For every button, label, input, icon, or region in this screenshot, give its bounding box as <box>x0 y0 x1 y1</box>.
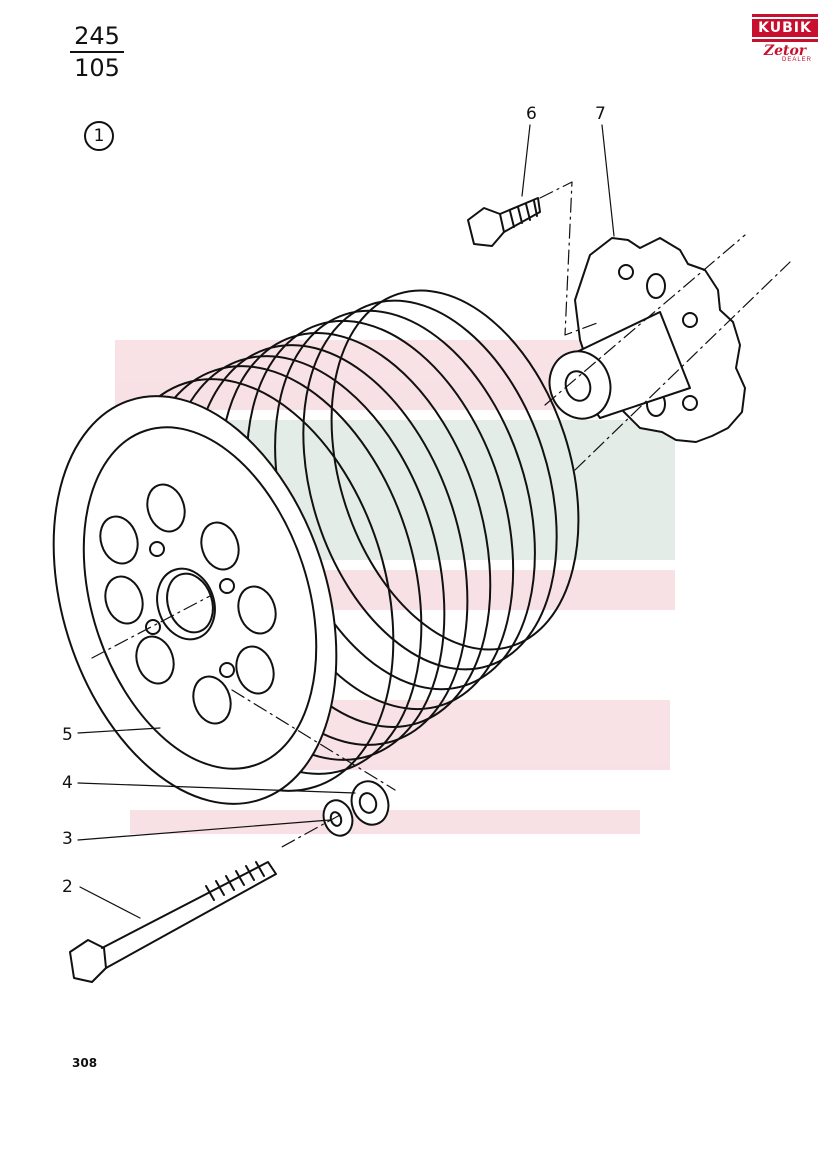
callout-7: 7 <box>595 104 606 124</box>
callout-5: 5 <box>62 725 73 745</box>
page-number: 308 <box>72 1056 98 1070</box>
hub-flange <box>548 237 746 443</box>
drawing-number: 245 105 <box>70 22 124 82</box>
callout-2: 2 <box>62 877 73 897</box>
view-number-badge: 1 <box>84 121 114 151</box>
drawing-number-top: 245 <box>70 22 124 53</box>
kubik-zetor-logo: KUBIK Zetor DEALER <box>752 14 818 68</box>
callout-4: 4 <box>62 773 73 793</box>
leader-lines <box>77 124 615 919</box>
logo-zetor-text: Zetor <box>763 43 807 59</box>
pulley-front-face <box>52 395 338 805</box>
flange-bolt <box>467 197 541 247</box>
logo-dealer-text: DEALER <box>781 57 812 63</box>
drawing-number-bottom: 105 <box>74 54 120 82</box>
callout-6: 6 <box>526 104 537 124</box>
callout-3: 3 <box>62 829 73 849</box>
logo-kubik-text: KUBIK <box>752 14 818 42</box>
long-bolt <box>69 861 277 983</box>
axis-lines <box>91 181 791 849</box>
washers <box>322 780 390 837</box>
